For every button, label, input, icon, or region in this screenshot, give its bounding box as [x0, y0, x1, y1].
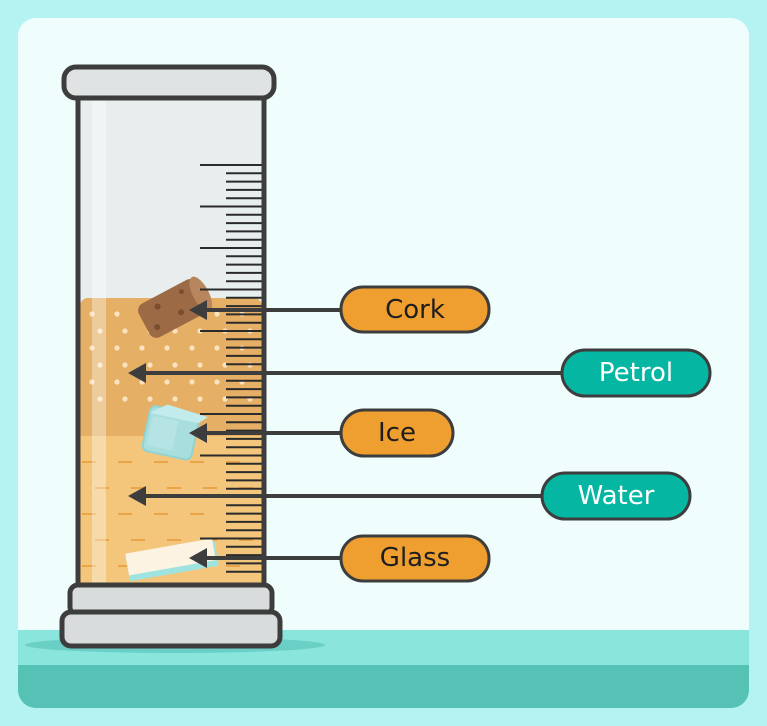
bubble	[114, 311, 120, 317]
bubble	[114, 345, 120, 351]
arrowhead-icon	[189, 548, 207, 568]
bubble	[172, 362, 178, 368]
bubble	[89, 345, 95, 351]
bubble	[97, 362, 103, 368]
bubble	[197, 396, 203, 402]
label-glass: Glass	[339, 534, 491, 583]
bubble	[172, 396, 178, 402]
label-cork-text: Cork	[385, 295, 445, 325]
label-petrol: Petrol	[560, 348, 712, 398]
arrowhead-icon	[189, 423, 207, 443]
measuring-cylinder	[59, 64, 283, 649]
cylinder-base-bottom	[59, 609, 283, 649]
bubble	[164, 379, 170, 385]
bubble	[214, 345, 220, 351]
bubble	[89, 379, 95, 385]
ice-cube-object	[141, 404, 208, 461]
label-ice-text: Ice	[378, 418, 416, 448]
arrowhead-icon	[189, 300, 207, 320]
bubble	[197, 362, 203, 368]
bubble	[97, 328, 103, 334]
bubble	[147, 396, 153, 402]
bubble	[139, 345, 145, 351]
label-petrol-text: Petrol	[599, 358, 673, 388]
arrowhead-icon	[128, 363, 146, 383]
glass-slab-object	[125, 538, 219, 582]
bubble	[114, 379, 120, 385]
bubble	[214, 311, 220, 317]
bubble	[97, 396, 103, 402]
arrowheads	[128, 300, 207, 568]
label-water-text: Water	[578, 481, 655, 511]
bubble	[122, 396, 128, 402]
bubble	[122, 328, 128, 334]
glass-highlight	[92, 100, 106, 586]
bubble	[189, 379, 195, 385]
label-water: Water	[540, 471, 692, 521]
bubble	[214, 379, 220, 385]
cylinder-rim	[61, 64, 277, 101]
label-cork: Cork	[339, 285, 491, 334]
bubble	[147, 362, 153, 368]
pointer-arrows	[140, 308, 562, 560]
bubble	[164, 345, 170, 351]
floor	[18, 630, 749, 708]
arrowhead-icon	[128, 486, 146, 506]
label-glass-text: Glass	[380, 543, 450, 573]
label-ice: Ice	[339, 408, 455, 458]
bubble	[189, 345, 195, 351]
bubble	[122, 362, 128, 368]
bubble	[89, 311, 95, 317]
